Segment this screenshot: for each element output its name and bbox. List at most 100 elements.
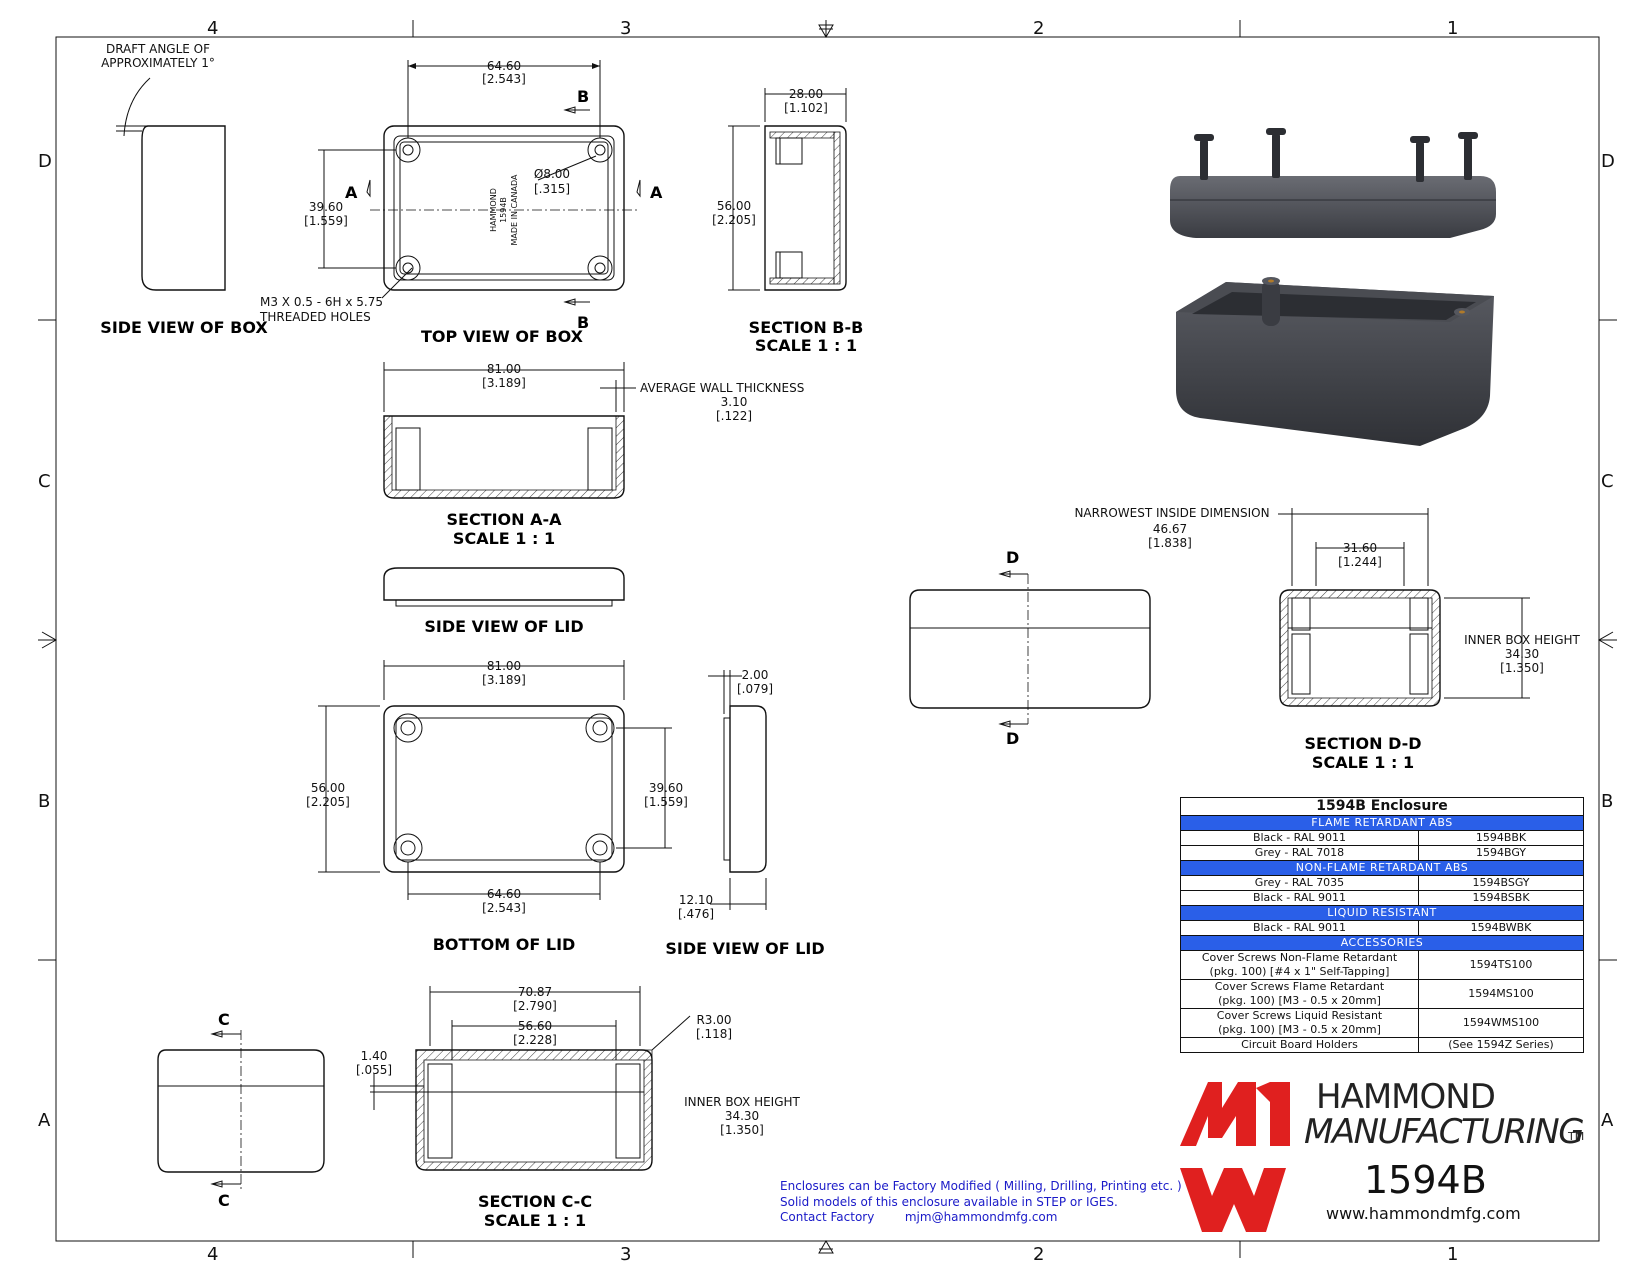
cc-inner-height-dim: 34.30: [725, 1109, 759, 1123]
section-a-a-title: SECTION A-A: [446, 510, 562, 529]
row-label-d: D: [38, 151, 52, 172]
section-d-d-title: SECTION D-D: [1304, 734, 1421, 753]
side-view-of-box-title: SIDE VIEW OF BOX: [100, 318, 268, 337]
svg-text:MADE IN CANADA: MADE IN CANADA: [510, 174, 519, 246]
cc-outer-dim-inch: [2.790]: [513, 999, 557, 1013]
col-label-3-bottom: 3: [620, 1244, 631, 1265]
dd-width-dim: 31.60: [1343, 541, 1377, 555]
thread-note-2: THREADED HOLES: [259, 310, 371, 324]
section-b-b: 28.00 [1.102] 56.00 [2.205] SECTION B-B …: [712, 87, 863, 355]
section-b-b-title: SECTION B-B: [749, 318, 864, 337]
section-d-d: NARROWEST INSIDE DIMENSION 46.67 [1.838]…: [1074, 506, 1580, 772]
lid-width-dim-inch: [3.189]: [482, 673, 526, 687]
section-a-label-left: A: [345, 183, 358, 202]
lid-height-dim: 56.00: [311, 781, 345, 795]
table-row: Cover Screws Flame Retardant(pkg. 100) […: [1180, 979, 1584, 1009]
band-liquid-resistant: LIQUID RESISTANT: [1180, 905, 1584, 921]
note-line-2: Solid models of this enclosure available…: [780, 1194, 1118, 1209]
top-view-of-box: 64.60 [2.543] 39.60 [1.559] Ø8.00 [.315]…: [259, 59, 663, 346]
side-view-of-lid-2: 2.00 [.079] 12.10 [.476] SIDE VIEW OF LI…: [665, 668, 824, 958]
cc-radius-dim: R3.00: [696, 1013, 731, 1027]
row-label-a: A: [38, 1110, 51, 1131]
section-d-d-cut-view: D D: [909, 548, 1151, 748]
row-label-b: B: [38, 791, 50, 812]
model-number: 1594B: [1364, 1158, 1487, 1202]
section-c-label-top: C: [218, 1010, 230, 1029]
dd-narrowest-note: NARROWEST INSIDE DIMENSION: [1074, 506, 1269, 520]
side-view-of-box: DRAFT ANGLE OF APPROXIMATELY 1° SIDE VIE…: [100, 42, 268, 337]
lid-width-dim: 81.00: [487, 659, 521, 673]
enclosure-3d-render: [1170, 128, 1496, 446]
bb-width-dim-inch: [1.102]: [784, 101, 828, 115]
dd-narrowest-dim-inch: [1.838]: [1148, 536, 1192, 550]
spec-table-title: 1594B Enclosure: [1180, 797, 1584, 816]
section-a-label-right: A: [650, 183, 663, 202]
section-c-c-scale: SCALE 1 : 1: [484, 1211, 586, 1230]
top-height-dim: 39.60: [309, 200, 343, 214]
band-non-flame-retardant: NON-FLAME RETARDANT ABS: [1180, 860, 1584, 876]
col-label-4: 4: [207, 18, 218, 39]
section-b-label-bottom: B: [577, 313, 589, 332]
bb-height-dim: 56.00: [717, 199, 751, 213]
thread-note-1: M3 X 0.5 - 6H x 5.75: [260, 295, 383, 309]
table-row: Cover Screws Non-Flame Retardant(pkg. 10…: [1180, 950, 1584, 980]
lid-thickness-dim-inch: [.079]: [737, 682, 773, 696]
top-height-dim-inch: [1.559]: [304, 214, 348, 228]
top-width-dim-inch: [2.543]: [482, 72, 526, 86]
dd-narrowest-dim: 46.67: [1153, 522, 1187, 536]
sheet-border: [38, 20, 1617, 1258]
hole-diameter-dim: Ø8.00: [534, 167, 570, 181]
row-label-c: C: [38, 471, 51, 492]
note-line-3[interactable]: Contact Factory mjm@hammondmfg.com: [780, 1210, 1058, 1224]
row-label-c-right: C: [1601, 471, 1614, 492]
col-label-2-bottom: 2: [1033, 1244, 1044, 1265]
spec-table: 1594B Enclosure FLAME RETARDANT ABS Blac…: [1180, 797, 1584, 1053]
col-label-3: 3: [620, 18, 631, 39]
section-a-a-scale: SCALE 1 : 1: [453, 529, 555, 548]
bottom-of-lid-title: BOTTOM OF LID: [433, 935, 576, 954]
section-b-b-scale: SCALE 1 : 1: [755, 336, 857, 355]
section-d-label-top: D: [1006, 548, 1019, 567]
svg-text:1594B: 1594B: [499, 197, 508, 223]
col-label-4-bottom: 4: [207, 1244, 218, 1265]
side-view-of-lid-2-title: SIDE VIEW OF LID: [665, 939, 824, 958]
cc-inner-height-dim-inch: [1.350]: [720, 1123, 764, 1137]
row-label-a-right: A: [1601, 1110, 1614, 1131]
band-flame-retardant: FLAME RETARDANT ABS: [1180, 815, 1584, 831]
lid-inner-width-dim-inch: [2.543]: [482, 901, 526, 915]
dd-inner-height-dim-inch: [1.350]: [1500, 661, 1544, 675]
section-c-c: 70.87 [2.790] 56.60 [2.228] R3.00 [.118]…: [356, 985, 801, 1230]
section-c-c-title: SECTION C-C: [478, 1192, 592, 1211]
cc-inner-dim: 56.60: [518, 1019, 552, 1033]
side-view-of-lid: SIDE VIEW OF LID: [383, 567, 625, 636]
dd-inner-height-note: INNER BOX HEIGHT: [1464, 633, 1580, 647]
wall-thickness-dim-inch: [.122]: [716, 409, 752, 423]
section-c-c-cut-view: C C: [157, 1010, 325, 1210]
lid-height-dim-inch: [2.205]: [306, 795, 350, 809]
website-link[interactable]: www.hammondmfg.com: [1326, 1204, 1521, 1223]
band-accessories: ACCESSORIES: [1180, 935, 1584, 951]
section-d-d-scale: SCALE 1 : 1: [1312, 753, 1414, 772]
hammond-logo: [1180, 1082, 1290, 1232]
dd-inner-height-dim: 34.30: [1505, 647, 1539, 661]
hole-diameter-dim-inch: [.315]: [534, 182, 570, 196]
brand-name-1: HAMMOND: [1316, 1077, 1496, 1117]
wall-thickness-note: AVERAGE WALL THICKNESS: [640, 381, 804, 395]
col-label-1-bottom: 1: [1447, 1244, 1458, 1265]
aa-width-dim-inch: [3.189]: [482, 376, 526, 390]
trademark: TM: [1568, 1130, 1585, 1143]
section-a-a: 81.00 [3.189] AVERAGE WALL THICKNESS 3.1…: [383, 362, 804, 548]
svg-text:HAMMOND: HAMMOND: [489, 188, 498, 232]
top-view-of-box-title: TOP VIEW OF BOX: [421, 327, 584, 346]
section-d-label-bottom: D: [1006, 729, 1019, 748]
section-c-label-bottom: C: [218, 1191, 230, 1210]
table-row: Circuit Board Holders(See 1594Z Series): [1180, 1037, 1584, 1053]
dd-width-dim-inch: [1.244]: [1338, 555, 1382, 569]
col-label-2: 2: [1033, 18, 1044, 39]
row-label-b-right: B: [1601, 791, 1613, 812]
bb-height-dim-inch: [2.205]: [712, 213, 756, 227]
